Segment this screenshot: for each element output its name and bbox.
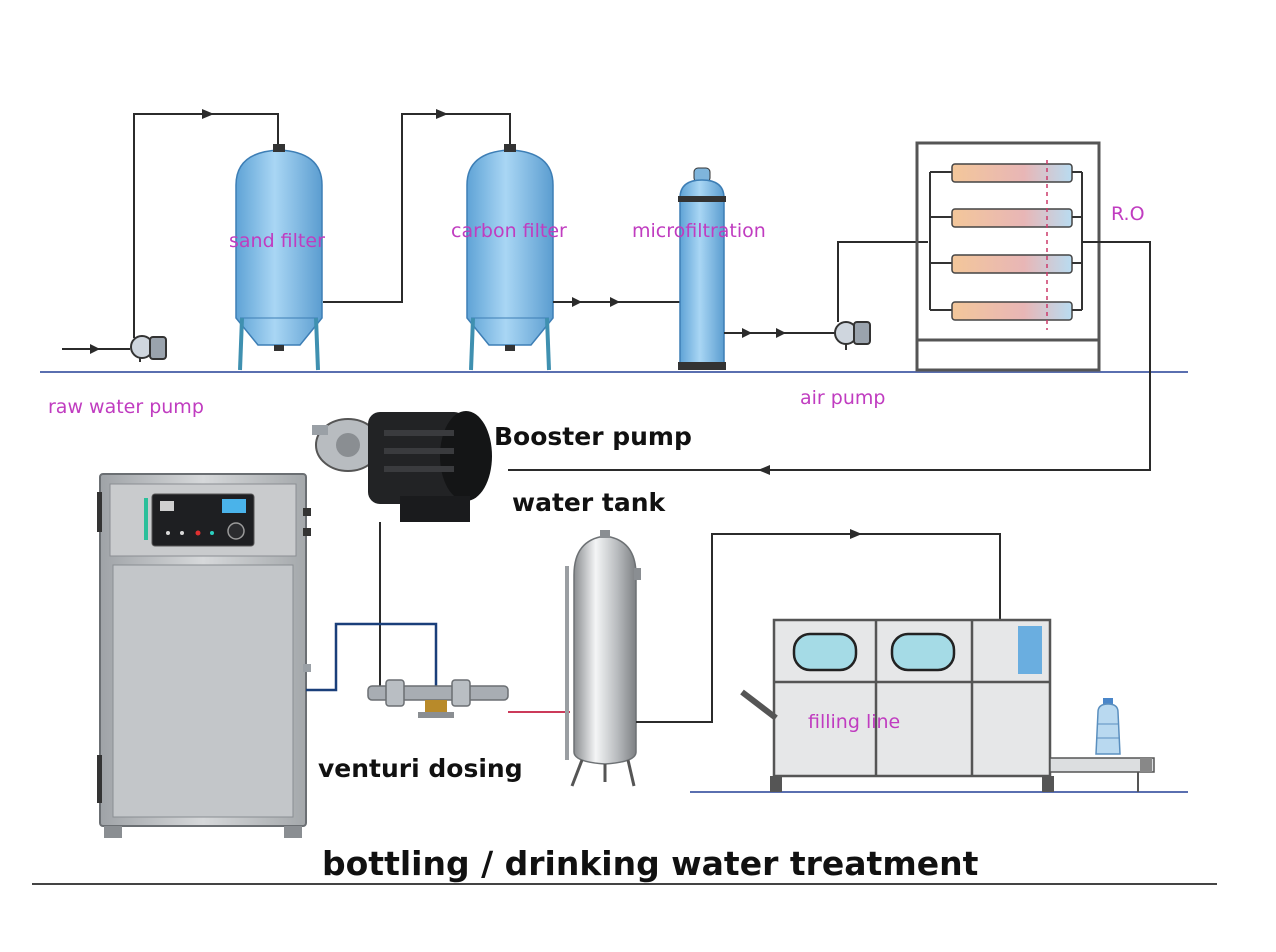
label-ro: R.O — [1111, 203, 1145, 225]
ro-membrane-2 — [930, 208, 1082, 228]
sand-filter-vessel — [235, 144, 323, 371]
label-raw-water-pump: raw water pump — [48, 396, 204, 418]
ro-membrane-4 — [930, 301, 1082, 321]
diagram-title: bottling / drinking water treatment — [322, 844, 979, 883]
filling-line-machine — [740, 618, 1155, 792]
label-sand-filter: sand filter — [229, 230, 325, 252]
label-carbon-filter: carbon filter — [451, 220, 567, 242]
label-filling-line: filling line — [808, 711, 900, 733]
air-pump — [834, 321, 871, 350]
label-microfiltration: microfiltration — [632, 220, 766, 242]
microfiltration-vessel — [678, 167, 726, 370]
carbon-filter-vessel — [466, 144, 554, 371]
ro-rack — [915, 141, 1101, 372]
raw-water-pump — [62, 335, 167, 362]
label-booster-pump: Booster pump — [494, 422, 692, 451]
ozone-generator-cabinet — [97, 473, 311, 838]
pipe-tank-to-filling — [636, 533, 1001, 723]
booster-pump — [312, 411, 492, 522]
pipe-sand-to-carbon — [323, 113, 511, 303]
label-water-tank: water tank — [512, 488, 667, 517]
ro-membrane-3 — [930, 254, 1082, 274]
water-tank-vessel — [565, 530, 641, 787]
label-venturi-dosing: venturi dosing — [318, 754, 523, 783]
water-bottle-icon — [1095, 698, 1121, 755]
label-air-pump: air pump — [800, 387, 885, 409]
pipe-ozone-to-venturi — [306, 622, 438, 692]
ro-membrane-1 — [930, 163, 1082, 183]
venturi-injector — [367, 679, 509, 718]
pipe-ro-to-tank — [508, 241, 1151, 471]
pipe-airpump-to-ro — [837, 241, 928, 322]
